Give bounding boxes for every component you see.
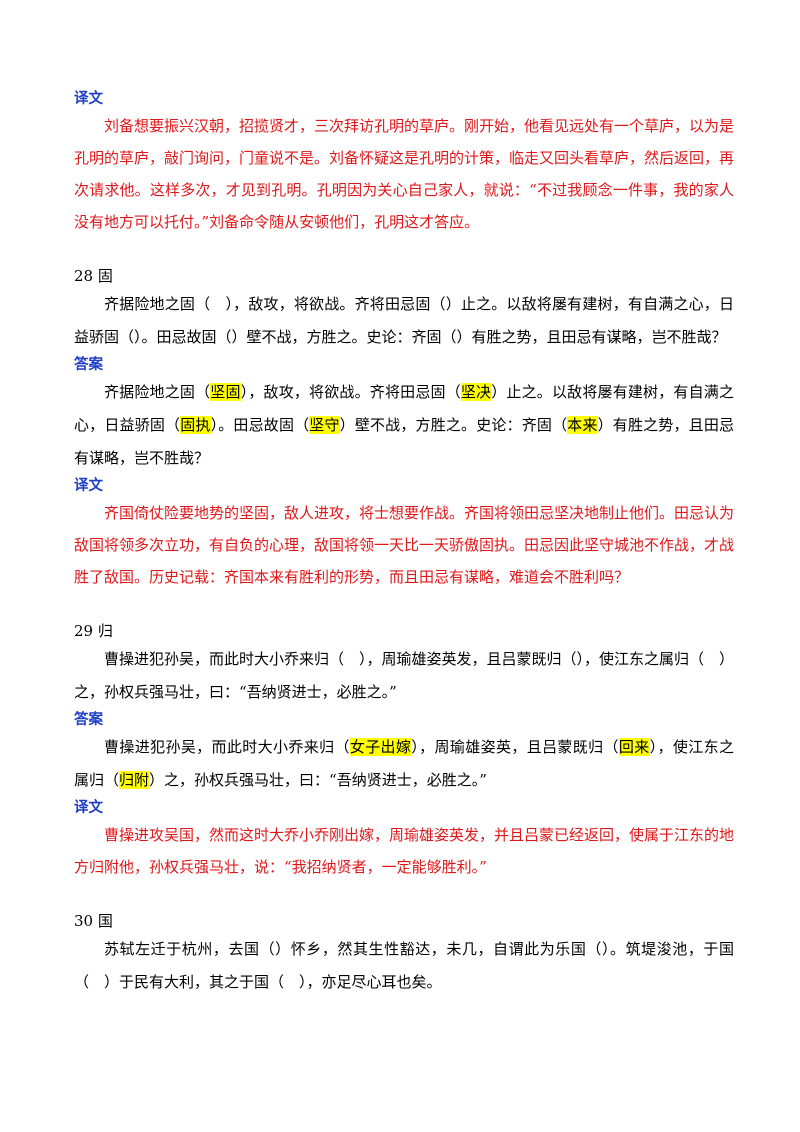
answer-text: ）之，孙权兵强马壮，曰：“吾纳贤进士，必胜之。” xyxy=(149,771,487,789)
section-29-question: 曹操进犯孙吴，而此时大小乔来归（ ），周瑜雄姿英发，且吕蒙既归（），使江东之属归… xyxy=(74,650,735,701)
answer-text: 曹操进犯孙吴，而此时大小乔来归（ xyxy=(104,738,350,756)
document-page: 译文 刘备想要振兴汉朝，招揽贤才，三次拜访孔明的草庐。刚开始，他看见远处有一个草… xyxy=(74,88,734,999)
translation-label: 译文 xyxy=(74,800,103,816)
section-28-translation: 齐国倚仗险要地势的坚固，敌人进攻，将士想要作战。齐国将领田忌坚决地制止他们。田忌… xyxy=(74,504,735,586)
highlighted-answer: 坚固 xyxy=(210,383,241,401)
section-28-question: 齐据险地之固（ ），敌攻，将欲战。齐将田忌固（）止之。以敌将屡有建树，有自满之心… xyxy=(74,295,734,346)
section-30-heading: 30 国 xyxy=(74,912,113,930)
section-29-answer: 曹操进犯孙吴，而此时大小乔来归（女子出嫁），周瑜雄姿英，且吕蒙既归（回来），使江… xyxy=(74,731,734,797)
answer-text: ），周瑜雄姿英，且吕蒙既归（ xyxy=(411,738,619,756)
highlighted-answer: 本来 xyxy=(567,416,598,434)
section-28-answer: 齐据险地之固（坚固），敌攻，将欲战。齐将田忌固（坚决）止之。以敌将屡有建树，有自… xyxy=(74,376,734,475)
answer-text: ）壁不战，方胜之。史论：齐固（ xyxy=(339,416,568,434)
intro-translation: 刘备想要振兴汉朝，招揽贤才，三次拜访孔明的草庐。刚开始，他看见远处有一个草庐，以… xyxy=(74,117,735,231)
translation-label: 译文 xyxy=(74,91,103,107)
translation-label: 译文 xyxy=(74,478,103,494)
section-28-heading: 28 固 xyxy=(74,267,113,285)
section-29-translation: 曹操进攻吴国，然而这时大乔小乔刚出嫁，周瑜雄姿英发，并且吕蒙已经返回，使属于江东… xyxy=(74,826,735,876)
section-29-heading: 29 归 xyxy=(74,622,113,640)
section-30-question: 苏轼左迁于杭州，去国（）怀乡，然其生性豁达，未几，自谓此为乐国（）。筑堤浚池，于… xyxy=(74,940,734,991)
answer-text: ），敌攻，将欲战。齐将田忌固（ xyxy=(240,383,461,401)
answer-text: 齐据险地之固（ xyxy=(104,383,211,401)
highlighted-answer: 固执 xyxy=(180,416,211,434)
answer-text: ）止之。以敌将屡有建树，有自满之心，日益骄固（ xyxy=(74,383,734,434)
highlighted-answer: 坚守 xyxy=(309,416,340,434)
answer-label: 答案 xyxy=(74,357,103,373)
highlighted-answer: 归附 xyxy=(119,771,150,789)
highlighted-answer: 女子出嫁 xyxy=(349,738,412,756)
answer-text: ），使江东之属归（ xyxy=(74,738,734,789)
answer-text: ）。田忌故固（ xyxy=(210,416,310,434)
answer-label: 答案 xyxy=(74,712,103,728)
highlighted-answer: 回来 xyxy=(618,738,650,756)
highlighted-answer: 坚决 xyxy=(460,383,492,401)
answer-text: ）有胜之势，且田忌有谋略，岂不胜哉？ xyxy=(74,416,734,467)
